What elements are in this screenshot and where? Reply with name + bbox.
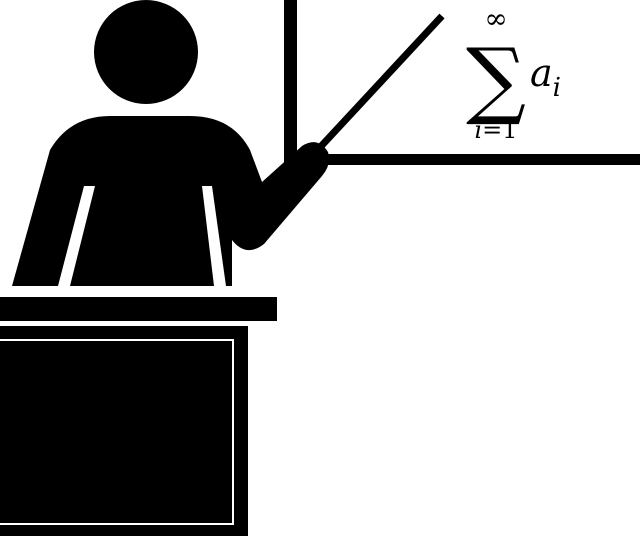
teacher-torso (12, 116, 330, 286)
sum-lower-limit-eq: =1 (482, 116, 517, 144)
lectern-top (0, 297, 277, 321)
whiteboard-bottom-edge (284, 154, 640, 165)
teacher-left-arm-gap (58, 186, 95, 286)
lectern-body (0, 326, 248, 536)
sum-term-base: a (530, 51, 553, 95)
sum-lower-limit: i=1 (474, 116, 517, 144)
sum-operator: ∑ (466, 30, 526, 128)
summation-formula: ∞ ∑ i=1 ai (466, 2, 561, 144)
lectern-icon (0, 297, 277, 536)
whiteboard-left-edge (284, 0, 297, 160)
sum-lower-limit-var: i (474, 116, 482, 144)
sum-upper-limit: ∞ (484, 2, 507, 35)
sum-term-subscript: i (553, 73, 561, 103)
teacher-head (94, 0, 198, 104)
whiteboard (284, 0, 640, 165)
pointer-stick-icon (309, 13, 445, 159)
teacher-right-arm-gap (202, 186, 226, 286)
sum-term: ai (530, 51, 561, 103)
lectern-panel-highlight (0, 339, 234, 525)
teacher-pointing-icon (12, 0, 330, 286)
